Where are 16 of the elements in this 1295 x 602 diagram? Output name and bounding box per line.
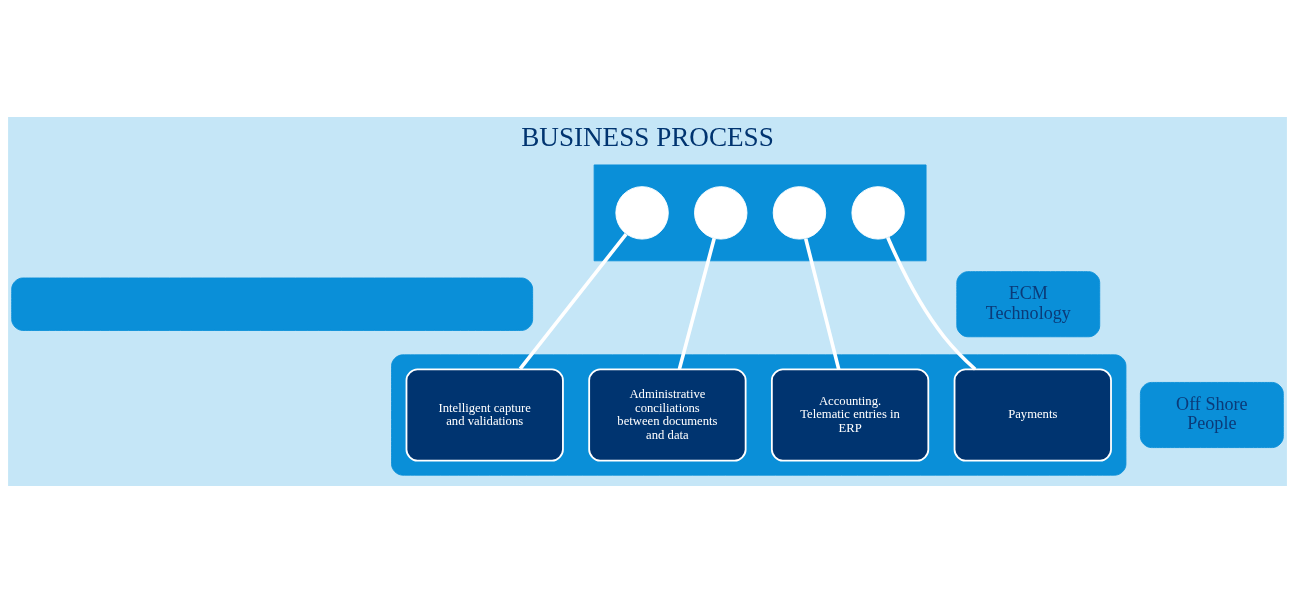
node-box: Accounting. Telematic entries in ERP [770, 367, 930, 462]
node-box: Administrative conciliations between documents and data [588, 367, 747, 462]
cluster [391, 353, 1127, 476]
cluster [593, 164, 927, 261]
node-circle [851, 185, 905, 240]
diagram-title: BUSINESS PROCESS [521, 121, 774, 152]
node-box: Intelligent capture and validations [405, 367, 564, 462]
connector [886, 236, 977, 371]
node-box: Off Shore People [1139, 381, 1284, 448]
node-circle [694, 185, 748, 240]
connector [518, 232, 628, 370]
node-circle [772, 185, 827, 240]
node-circle [615, 185, 669, 240]
node-bar [11, 277, 534, 331]
node-box: ECM Technology [956, 270, 1101, 337]
node-box: Payments [953, 367, 1112, 462]
